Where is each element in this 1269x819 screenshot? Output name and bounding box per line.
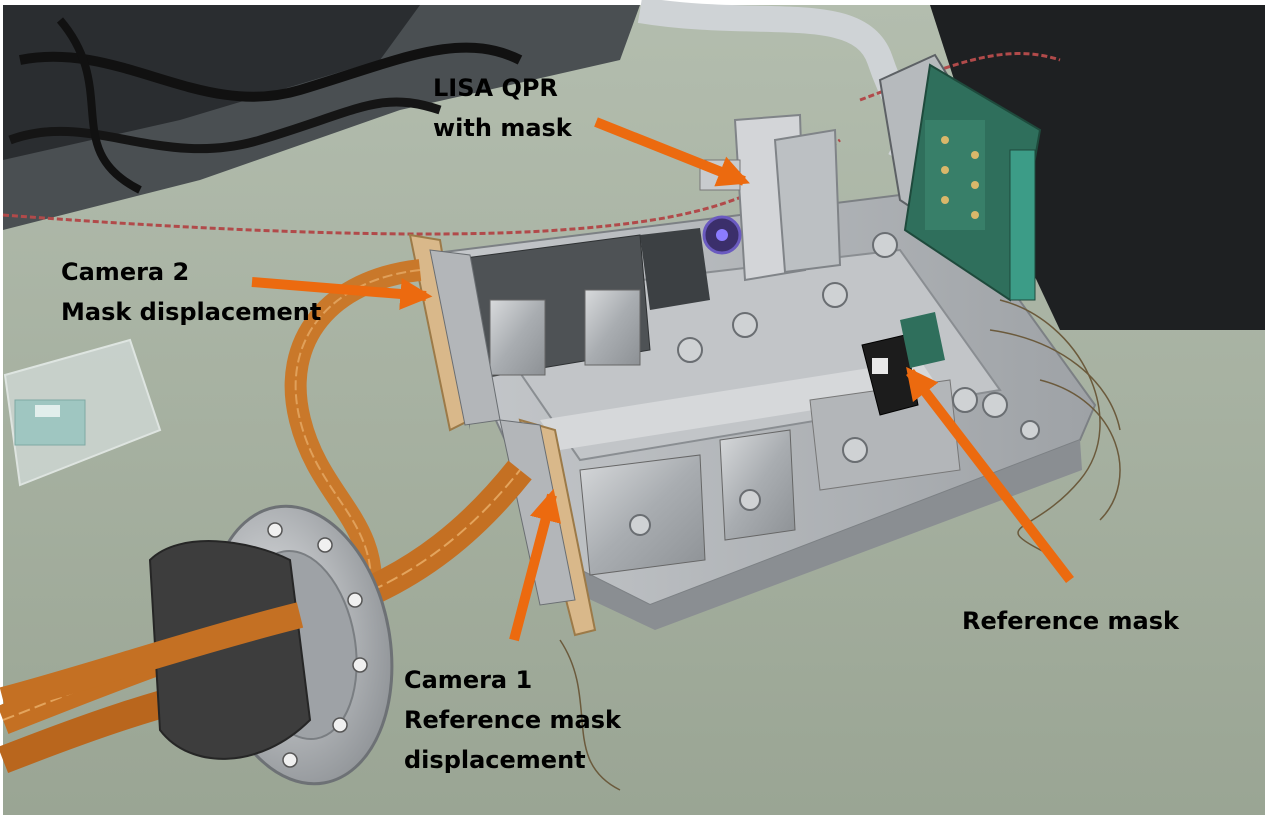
connector-pcb — [878, 53, 1042, 302]
label-lisa-qpr: LISA QPR with mask — [433, 68, 572, 148]
label-camera-2: Camera 2 Mask displacement — [61, 252, 321, 332]
label-line: Camera 2 — [61, 258, 190, 286]
label-line: Reference mask — [404, 706, 621, 734]
glass-holder — [3, 338, 162, 487]
thin-wires — [559, 299, 1121, 791]
screws — [629, 232, 1040, 536]
label-line: Reference mask — [962, 607, 1179, 635]
label-reference-mask: Reference mask — [962, 601, 1179, 641]
label-line: displacement — [404, 746, 586, 774]
qpr-mount — [699, 113, 842, 282]
reference-mask-holder — [861, 312, 945, 416]
arrow-reference — [906, 366, 1074, 584]
label-line: Mask displacement — [61, 298, 322, 326]
foam-block — [148, 540, 312, 760]
arrow-camera1 — [509, 488, 561, 642]
label-line: LISA QPR — [433, 74, 558, 102]
label-line: Camera 1 — [404, 666, 533, 694]
label-camera-1: Camera 1 Reference mask displacement — [404, 660, 621, 780]
arrow-qpr — [594, 117, 750, 187]
annotation-arrows — [251, 117, 1074, 642]
dark-right-area — [930, 5, 1265, 330]
arrow-camera2 — [251, 277, 433, 310]
label-line: with mask — [433, 114, 572, 142]
black-cable — [19, 42, 523, 102]
